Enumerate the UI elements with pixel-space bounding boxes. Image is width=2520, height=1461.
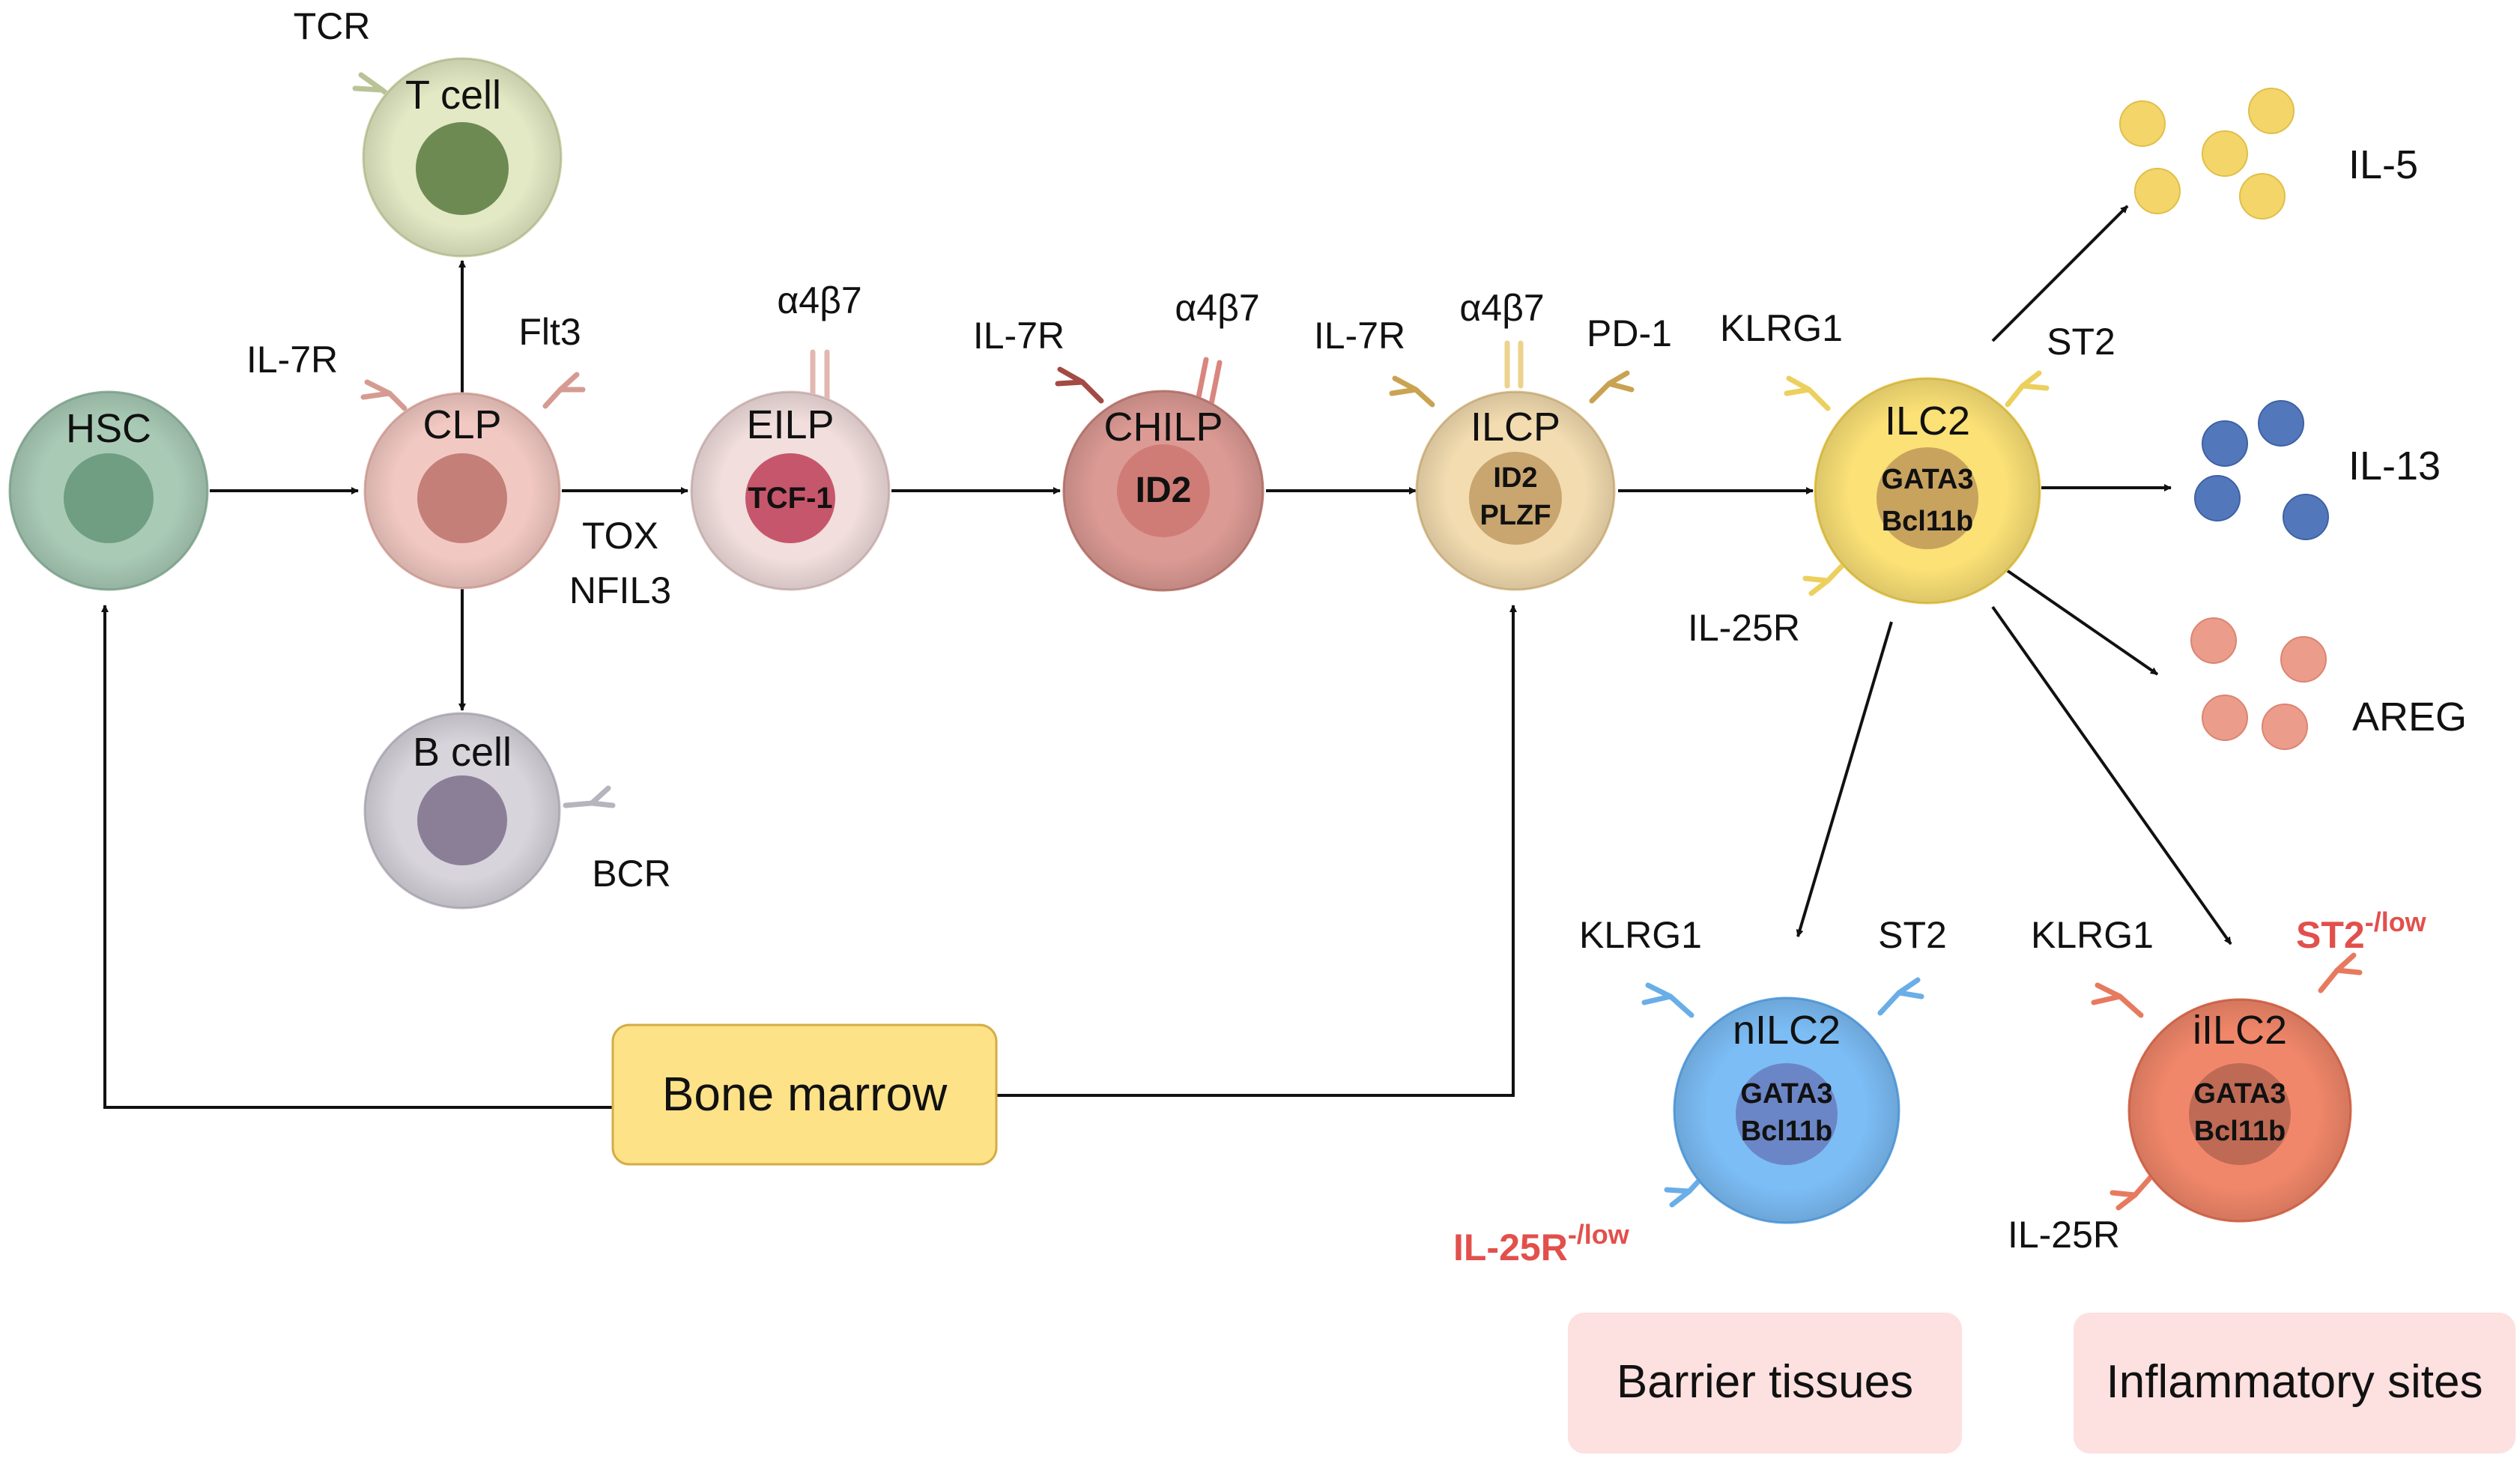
ilcp-a4b7-label: α4β7 — [1459, 287, 1544, 329]
bone-marrow-label: Bone marrow — [662, 1067, 948, 1121]
hsc-label: HSC — [66, 406, 151, 451]
cell-bcell — [363, 712, 561, 910]
ilc2-il25r-label: IL-25R — [1688, 607, 1800, 649]
eilp-a4b7-label: α4β7 — [777, 279, 861, 321]
connectors — [101, 205, 2232, 1109]
tcell-label: T cell — [405, 73, 501, 118]
ilcp-pd1-label: PD-1 — [1587, 312, 1672, 354]
iilc2-il25r-label: IL-25R — [2008, 1214, 2120, 1256]
ilc2-factor-2: Bcl11b — [1882, 506, 1974, 537]
ilcp-factor-1: ID2 — [1493, 462, 1537, 494]
clp-label: CLP — [422, 402, 501, 447]
iilc2-klrg1-label: KLRG1 — [2031, 914, 2154, 956]
bone-marrow-box — [611, 1023, 998, 1166]
inflammatory-sites-box — [2074, 1313, 2516, 1454]
il13-label: IL-13 — [2348, 444, 2441, 488]
chilp-label: CHILP — [1103, 405, 1223, 450]
bcell-label: B cell — [413, 730, 512, 775]
nilc2-label: nILC2 — [1733, 1008, 1841, 1053]
arrow-ilc2-iilc2 — [1991, 605, 2232, 946]
cell-ilcp — [1415, 390, 1616, 591]
iilc2-label: iILC2 — [2193, 1008, 2287, 1053]
iilc2-factor-1: GATA3 — [2193, 1078, 2286, 1110]
chilp-a4b7-label: α4β7 — [1175, 287, 1259, 329]
areg-dots — [2190, 617, 2327, 750]
iilc2-st2-label: ST2-/low — [2296, 907, 2427, 956]
areg-label: AREG — [2352, 695, 2467, 739]
arrow-ilc2-areg — [1999, 564, 2159, 676]
bcr-label: BCR — [592, 853, 671, 895]
nfil3-label: NFIL3 — [569, 569, 671, 611]
arrow-ilc2-il5 — [1991, 205, 2129, 342]
nilc2-factor-2: Bcl11b — [1741, 1116, 1833, 1147]
ilc2-st2-label: ST2 — [2047, 321, 2115, 363]
cell-hsc — [8, 390, 209, 591]
barrier-tissues-box — [1568, 1313, 1962, 1454]
cell-clp — [363, 392, 561, 590]
cell-chilp — [1062, 390, 1264, 592]
il5-label: IL-5 — [2348, 142, 2418, 187]
ilc2-klrg1-label: KLRG1 — [1720, 307, 1843, 349]
chilp-factor: ID2 — [1136, 471, 1192, 510]
cell-iilc2 — [2127, 998, 2352, 1223]
nilc2-il25r-label: IL-25R-/low — [1453, 1219, 1630, 1268]
nilc2-klrg1-label: KLRG1 — [1579, 914, 1702, 956]
tox-label: TOX — [582, 515, 658, 557]
cell-tcell — [362, 57, 563, 258]
iilc2-factor-2: Bcl11b — [2194, 1116, 2286, 1147]
cell-eilp — [690, 390, 891, 591]
ilcp-il7r-label: IL-7R — [1314, 315, 1405, 357]
nilc2-st2-label: ST2 — [1878, 914, 1947, 956]
il5-dots — [2119, 88, 2295, 220]
clp-flt3-label: Flt3 — [518, 311, 581, 353]
ilc2-label: ILC2 — [1885, 399, 1970, 444]
il13-dots — [2194, 400, 2329, 540]
inflammatory-sites-label: Inflammatory sites — [2106, 1356, 2483, 1408]
cell-nilc2 — [1673, 996, 1900, 1224]
clp-il7r-label: IL-7R — [246, 339, 338, 381]
chilp-il7r-label: IL-7R — [973, 315, 1064, 357]
nilc2-factor-1: GATA3 — [1740, 1078, 1832, 1110]
arrow-bonemarrow-hsc — [101, 605, 613, 1109]
ilcp-label: ILCP — [1470, 405, 1560, 450]
ilc2-factor-1: GATA3 — [1881, 464, 1973, 495]
tcr-label: TCR — [294, 5, 371, 47]
barrier-tissues-label: Barrier tissues — [1617, 1356, 1913, 1408]
arrow-ilc2-nilc2 — [1796, 621, 1893, 937]
eilp-label: EILP — [746, 402, 834, 447]
eilp-factor: TCF-1 — [748, 482, 832, 515]
arrow-bonemarrow-ilcp — [996, 605, 1517, 1097]
cell-ilc2 — [1814, 377, 2041, 605]
ilcp-factor-2: PLZF — [1480, 500, 1551, 531]
